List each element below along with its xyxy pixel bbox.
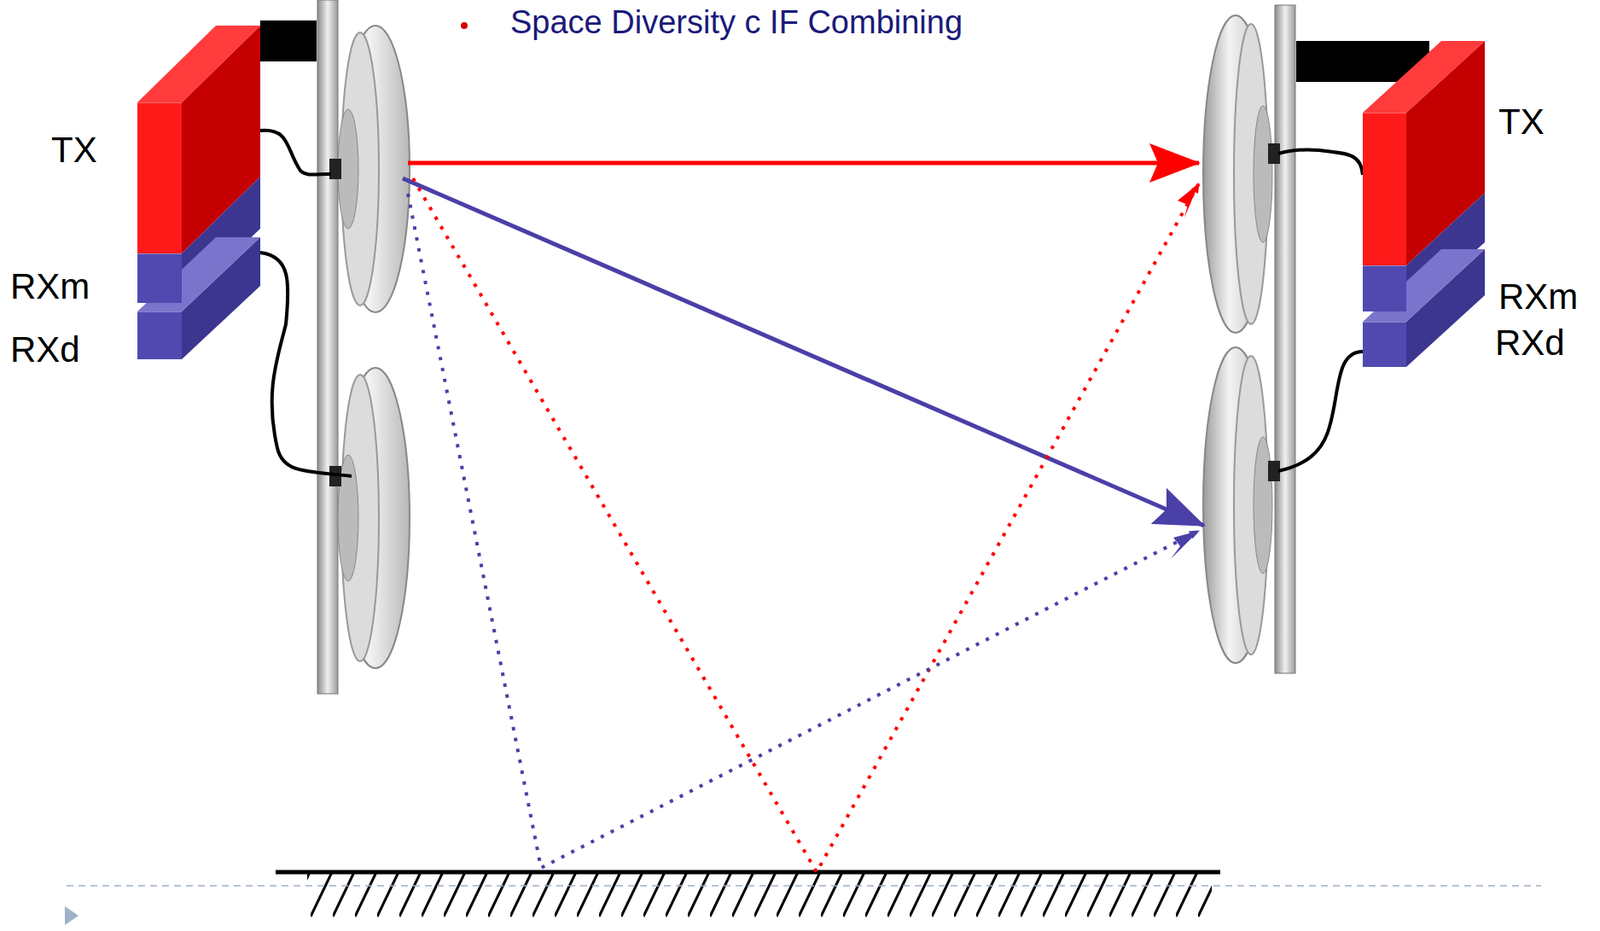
- unit-label: RXm: [10, 268, 90, 305]
- unit-label: RXd: [1495, 325, 1566, 361]
- transmitter-unit: TX: [1362, 112, 1407, 266]
- diversity-receiver-unit: RXd: [1362, 321, 1407, 367]
- unit-label: RXm: [1498, 279, 1578, 315]
- unit-label: TX: [1498, 104, 1545, 140]
- main-receiver-unit: RXm: [137, 253, 182, 303]
- unit-label: RXd: [10, 331, 81, 368]
- diagram-title: Space Diversity c IF Combining: [510, 3, 963, 43]
- unit-label: TX: [51, 132, 98, 169]
- transmitter-unit: TX: [137, 102, 182, 254]
- main-receiver-unit: RXm: [1362, 265, 1407, 312]
- diversity-receiver-unit: RXd: [137, 311, 182, 360]
